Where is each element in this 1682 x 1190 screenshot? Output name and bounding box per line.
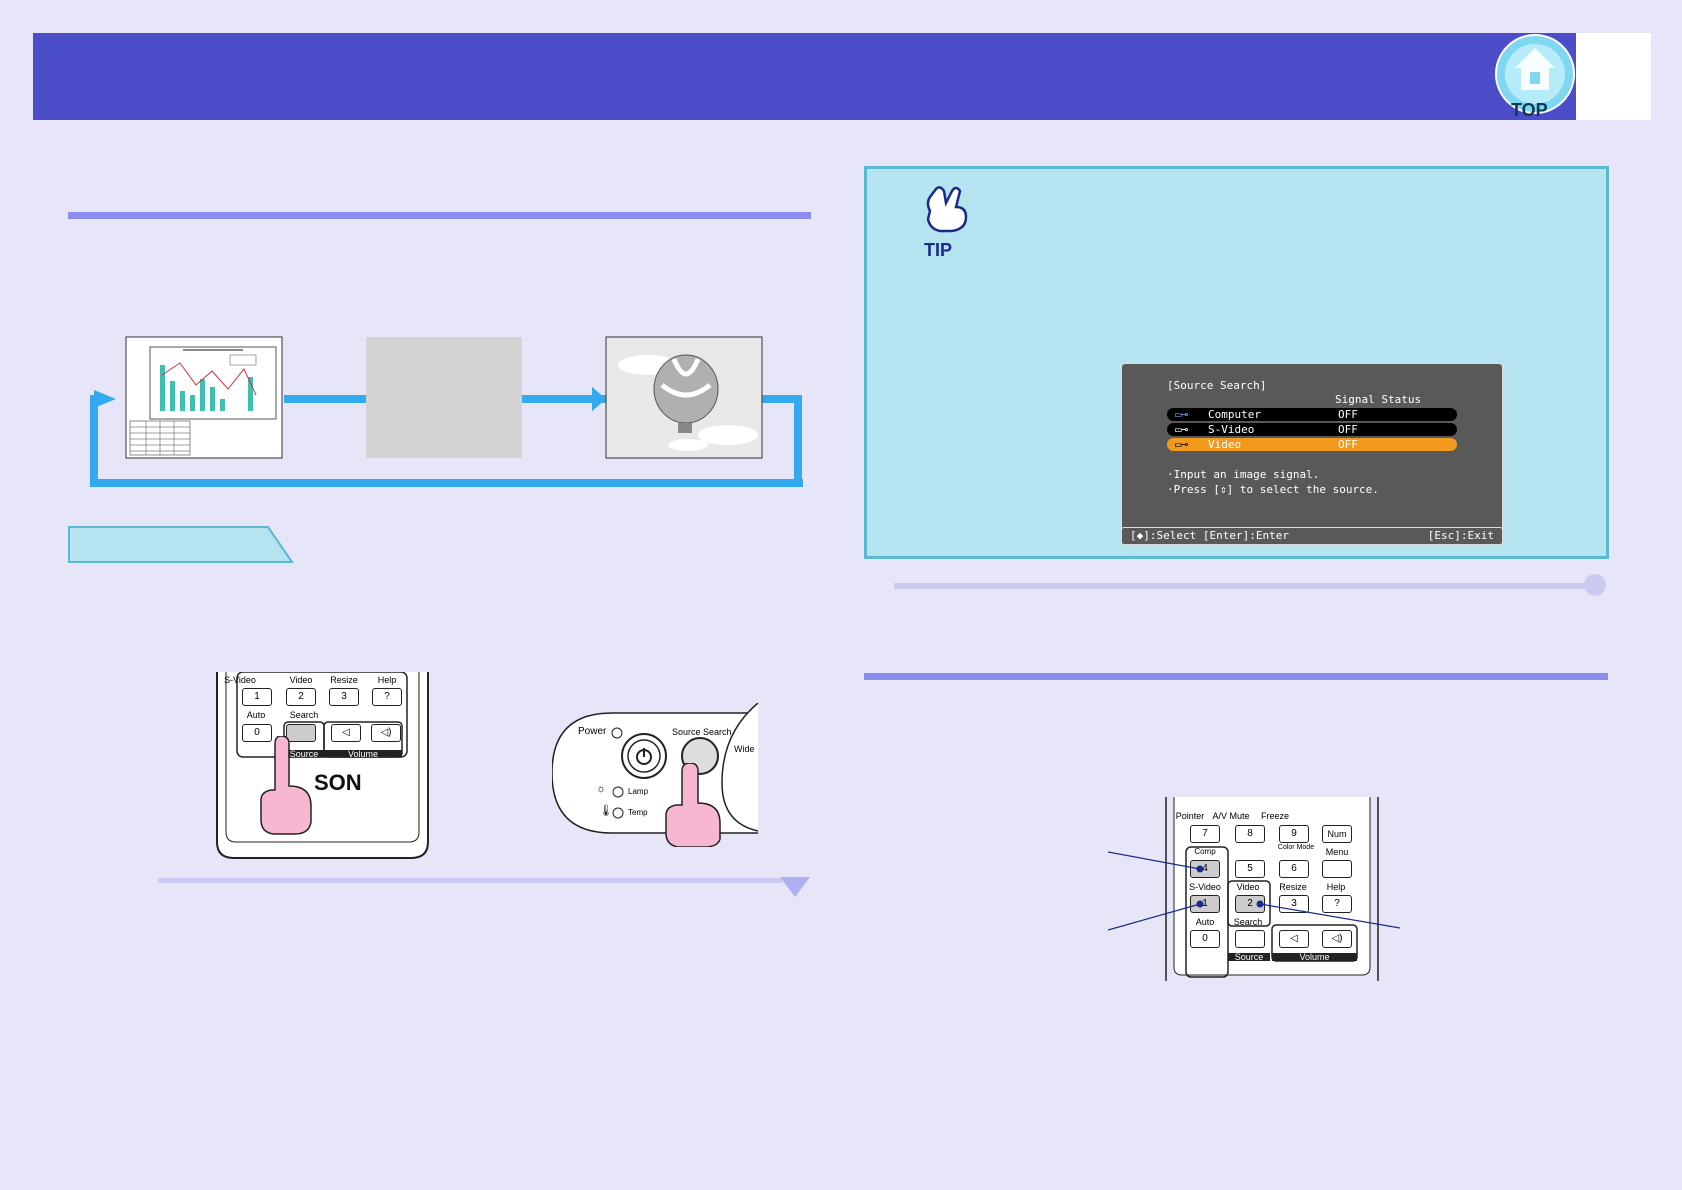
header-bar xyxy=(33,33,1576,120)
key-7[interactable]: 7 xyxy=(1190,825,1220,843)
osd-message-2: ·Press [⇕] to select the source. xyxy=(1167,483,1379,496)
label-comp: Comp xyxy=(1194,847,1216,856)
video-image-box xyxy=(605,336,763,459)
volume-up-icon[interactable]: ◁) xyxy=(1322,930,1352,948)
label-pointer: Pointer xyxy=(1175,811,1205,821)
key-1[interactable]: 1 xyxy=(1190,895,1220,913)
label-auto: Auto xyxy=(246,710,266,720)
label-search: Search xyxy=(1233,917,1263,927)
source-cycle-diagram xyxy=(90,336,803,487)
label-color-mode: Color Mode xyxy=(1277,844,1315,851)
callout-lines xyxy=(1108,851,1401,931)
key-9[interactable]: 9 xyxy=(1279,825,1309,843)
label-wide: Wide xyxy=(734,744,755,754)
key-2[interactable]: 2 xyxy=(286,688,316,706)
label-freeze: Freeze xyxy=(1260,811,1289,821)
key-0[interactable]: 0 xyxy=(242,724,272,742)
label-search: Search xyxy=(289,710,319,720)
osd-footer-left: [◆]:Select [Enter]:Enter xyxy=(1130,529,1289,542)
tip-label: TIP xyxy=(924,240,953,260)
osd-row-s-video[interactable]: ▭⊸ S-Video OFF xyxy=(1167,423,1457,436)
top-button-label: TOP xyxy=(1511,100,1548,120)
s-video-placeholder-box xyxy=(366,337,522,458)
label-auto: Auto xyxy=(1195,917,1215,927)
osd-row-video[interactable]: ▭⊸ Video OFF xyxy=(1167,438,1457,451)
top-button[interactable]: TOP xyxy=(1493,34,1577,120)
label-source: Source xyxy=(1234,952,1264,962)
osd-row-name: Video xyxy=(1208,438,1242,451)
label-resize: Resize xyxy=(330,675,358,685)
key-help[interactable]: ? xyxy=(372,688,402,706)
brand-fragment: SON xyxy=(314,770,362,795)
osd-row-computer[interactable]: ▭⊸ Computer OFF xyxy=(1167,408,1457,421)
remote-control-left: S-Video Video Resize Help 1 2 3 ? Auto S… xyxy=(214,672,431,859)
osd-row-status: OFF xyxy=(1338,408,1358,421)
bottom-rule-left xyxy=(158,878,782,883)
osd-row-name: S-Video xyxy=(1208,423,1255,436)
projector-control-panel: Power Source Search Wide ☼ Lamp 🌡 Temp xyxy=(552,703,759,847)
power-icon xyxy=(636,748,652,765)
label-source-search: Source Search xyxy=(672,727,732,737)
computer-image-box xyxy=(125,336,283,459)
volume-down-icon[interactable]: ◁ xyxy=(1279,930,1309,948)
key-help[interactable]: ? xyxy=(1322,895,1352,913)
section-rule-right xyxy=(864,673,1608,680)
up-down-arrow-icon: ⇕ xyxy=(1219,483,1227,496)
label-volume: Volume xyxy=(347,749,379,759)
menu-key[interactable] xyxy=(1322,860,1352,878)
osd-footer-right: [Esc]:Exit xyxy=(1427,529,1494,542)
label-power: Power xyxy=(578,726,607,737)
label-video: Video xyxy=(1236,882,1260,892)
osd-row-status: OFF xyxy=(1338,438,1358,451)
osd-status-header: Signal Status xyxy=(1335,393,1422,406)
pointing-hand-icon xyxy=(260,736,312,835)
label-video: Video xyxy=(289,675,313,685)
osd-row-name: Computer xyxy=(1208,408,1261,421)
label-source: Source xyxy=(289,749,319,759)
section-rule-left xyxy=(68,212,811,219)
key-8[interactable]: 8 xyxy=(1235,825,1265,843)
label-av-mute: A/V Mute xyxy=(1212,811,1250,821)
section-tab xyxy=(68,526,294,563)
key-6[interactable]: 6 xyxy=(1279,860,1309,878)
tip-hand-icon xyxy=(926,186,968,233)
video-source-icon: ▭⊸ xyxy=(1175,438,1189,451)
remote-control-right: Pointer A/V Mute Freeze 7 8 9 Num Comp C… xyxy=(1164,797,1381,981)
temp-icon: 🌡 xyxy=(599,805,613,817)
lamp-icon: ☼ xyxy=(596,783,607,795)
label-lamp: Lamp xyxy=(628,787,649,796)
label-volume: Volume xyxy=(1299,952,1330,962)
search-key[interactable] xyxy=(1235,930,1265,948)
key-2[interactable]: 2 xyxy=(1235,895,1265,913)
key-5[interactable]: 5 xyxy=(1235,860,1265,878)
volume-down-icon[interactable]: ◁ xyxy=(331,724,361,742)
key-0[interactable]: 0 xyxy=(1190,930,1220,948)
label-help: Help xyxy=(1326,882,1346,892)
computer-source-icon: ▭⊸ xyxy=(1175,408,1189,421)
osd-message-1: ·Input an image signal. xyxy=(1167,468,1320,481)
volume-up-icon[interactable]: ◁) xyxy=(371,724,401,742)
header-page-tab xyxy=(1576,33,1651,120)
label-menu: Menu xyxy=(1325,847,1349,857)
search-key[interactable] xyxy=(286,724,316,742)
key-4[interactable]: 4 xyxy=(1190,860,1220,878)
home-icon xyxy=(1515,48,1555,90)
osd-footer: [◆]:Select [Enter]:Enter [Esc]:Exit xyxy=(1121,527,1503,545)
s-video-source-icon: ▭⊸ xyxy=(1175,423,1189,436)
tip-bottom-rule xyxy=(894,583,1594,589)
label-s-video: S-Video xyxy=(1189,882,1221,892)
key-num[interactable]: Num xyxy=(1322,825,1352,843)
key-1[interactable]: 1 xyxy=(242,688,272,706)
label-s-video: S-Video xyxy=(224,675,256,685)
pointing-hand-icon xyxy=(665,763,721,847)
rule-end-dot xyxy=(1584,574,1606,596)
label-help: Help xyxy=(377,675,397,685)
source-search-osd: [Source Search] Signal Status ▭⊸ Compute… xyxy=(1121,363,1503,545)
key-3[interactable]: 3 xyxy=(329,688,359,706)
continue-arrow-icon xyxy=(780,877,810,897)
label-temp: Temp xyxy=(628,808,648,817)
label-resize: Resize xyxy=(1279,882,1307,892)
osd-row-status: OFF xyxy=(1338,423,1358,436)
osd-title: [Source Search] xyxy=(1167,379,1267,392)
